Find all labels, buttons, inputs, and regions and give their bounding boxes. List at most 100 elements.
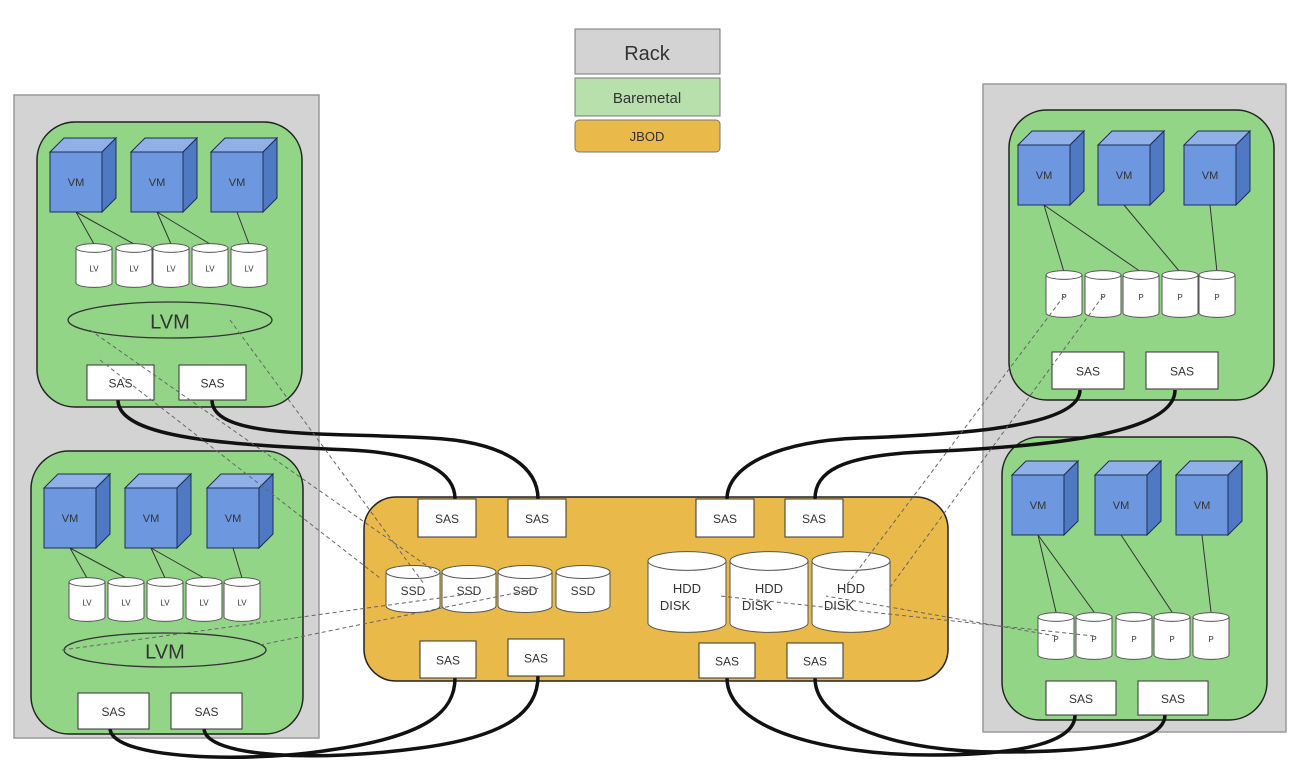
sas-port-box	[178, 364, 247, 401]
vm-front-face	[49, 151, 103, 213]
sas-port-box	[417, 498, 477, 538]
sas-cables	[108, 389, 1177, 759]
dashed-storage-links	[61, 295, 1104, 651]
sas-port-jbod-bottom-4: SAS	[786, 642, 844, 679]
vm-front-face	[1011, 474, 1065, 536]
legend-baremetal-label: Baremetal	[613, 90, 681, 107]
cylinder-label: P	[1061, 293, 1066, 302]
p-volume-icon: P	[1122, 270, 1160, 318]
sas-port-left-bottom-1: SAS	[77, 692, 150, 730]
cylinder-body	[107, 581, 145, 622]
sas-port-jbod-top-4: SAS	[784, 498, 844, 538]
cylinder-top	[1198, 270, 1236, 280]
cylinder-body	[1198, 274, 1236, 318]
lv-volume-icon: LV	[152, 243, 190, 288]
sas-label: SAS	[525, 512, 549, 526]
link-line	[150, 547, 205, 579]
cylinder-body	[1192, 616, 1230, 660]
lv-volume-icon: LV	[68, 577, 106, 622]
vm-front-face	[206, 487, 260, 549]
cylinder-top	[230, 243, 268, 253]
cylinder-label: LV	[129, 265, 139, 274]
vm-label: VM	[1113, 500, 1130, 512]
cylinder-top	[115, 243, 153, 253]
sas-label: SAS	[194, 705, 218, 719]
vm-cube-icon: VM	[1096, 129, 1166, 207]
vm-cube-icon: VM	[1016, 129, 1086, 207]
cylinder-label: SSD	[401, 584, 426, 598]
cylinder-body	[1037, 616, 1075, 660]
sas-port-box	[1045, 680, 1117, 716]
vm-label: VM	[1202, 170, 1219, 182]
sas-port-right-top-2: SAS	[1145, 351, 1219, 390]
legend-rack-label: Rack	[624, 43, 671, 65]
vm-front-face	[1094, 474, 1148, 536]
cylinder-label: LV	[89, 265, 99, 274]
link-line	[1209, 204, 1218, 273]
cylinder-top	[191, 243, 229, 253]
cylinder-label: P	[1091, 635, 1096, 644]
vm-cube-icon: VM	[1093, 459, 1163, 537]
cable-left-top-1	[116, 399, 457, 500]
dashed-link	[842, 295, 1065, 591]
cylinder-body	[1115, 616, 1153, 660]
sas-port-box	[1145, 351, 1219, 390]
link-line	[75, 211, 95, 245]
vm-cube-icon: VM	[1174, 459, 1244, 537]
cylinder-label: SSD	[457, 584, 482, 598]
lvm-ellipse	[67, 301, 273, 339]
hdd-label-line1: HDD	[755, 581, 783, 596]
cylinder-top	[647, 551, 727, 571]
lvm-ellipse-icon: LVM	[67, 301, 273, 339]
cylinder-label: SSD	[513, 584, 538, 598]
link-line	[156, 211, 172, 245]
cylinder-top	[1122, 270, 1160, 280]
sas-port-box	[784, 498, 844, 538]
cylinder-label: P	[1177, 293, 1182, 302]
cylinder-label: LV	[244, 265, 254, 274]
lv-volume-icon: LV	[230, 243, 268, 288]
cable-right-bottom-2	[813, 677, 1167, 754]
p-volume-icon: P	[1161, 270, 1199, 318]
link-line	[1037, 534, 1095, 613]
sas-port-box	[77, 692, 150, 730]
p-volume-icon: P	[1115, 612, 1153, 660]
legend-jbod-swatch	[574, 119, 721, 153]
cylinder-label: SSD	[571, 584, 596, 598]
p-volume-icon: P	[1153, 612, 1191, 660]
vm-cube-icon: VM	[129, 136, 199, 214]
sas-port-left-top-1: SAS	[86, 364, 155, 401]
cylinder-label: LV	[205, 265, 215, 274]
cylinder-label: LV	[199, 599, 209, 608]
cylinder-body	[441, 571, 497, 613]
cylinder-top	[107, 577, 145, 587]
p-volume-icon: P	[1084, 270, 1122, 318]
ssd-drive-icon: SSD	[555, 565, 611, 613]
hdd-label-line2: DISK	[660, 598, 691, 613]
legend-rack-swatch	[574, 28, 721, 75]
cable-right-bottom-1	[725, 677, 1077, 757]
cylinder-top	[1153, 612, 1191, 622]
sas-label: SAS	[1170, 365, 1194, 379]
sas-port-jbod-bottom-2: SAS	[507, 638, 565, 677]
vm-label: VM	[143, 513, 160, 525]
vm-label: VM	[68, 177, 85, 189]
sas-port-jbod-top-1: SAS	[417, 498, 477, 538]
dashed-link	[99, 359, 381, 579]
cylinder-top	[1045, 270, 1083, 280]
cylinder-top	[152, 243, 190, 253]
cylinder-label: LV	[82, 599, 92, 608]
p-volume-icon: P	[1075, 612, 1113, 660]
sas-label: SAS	[1161, 692, 1185, 706]
dashed-link	[229, 319, 425, 585]
sas-port-box	[507, 498, 567, 538]
dashed-link	[89, 329, 441, 576]
vm-label: VM	[62, 513, 79, 525]
vm-cube-icon: VM	[1010, 459, 1080, 537]
sas-port-jbod-top-2: SAS	[507, 498, 567, 538]
vm-label: VM	[1116, 170, 1133, 182]
cylinder-body	[555, 571, 611, 613]
vm-cube-icon: VM	[42, 472, 112, 550]
sas-label: SAS	[101, 705, 125, 719]
lvm-label: LVM	[145, 642, 185, 664]
